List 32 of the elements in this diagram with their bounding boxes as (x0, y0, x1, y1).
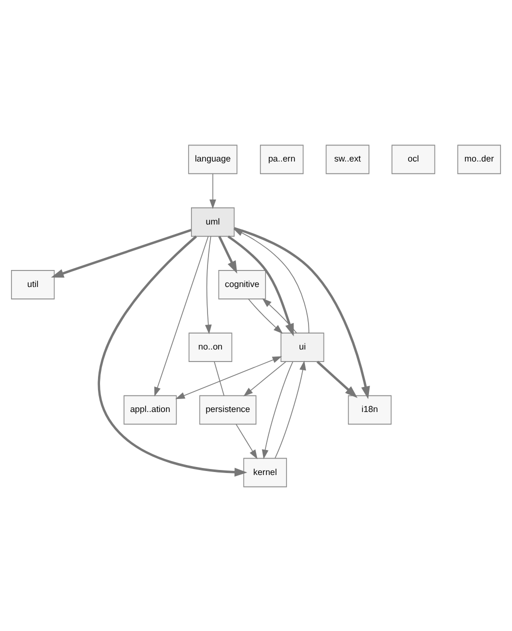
arrow (262, 360, 294, 459)
arrow (233, 228, 310, 333)
arrow (228, 234, 294, 336)
node-box: appl..ation (124, 394, 177, 424)
node-box: pa..ern (260, 144, 304, 174)
node-box: cognitive (218, 270, 266, 299)
node-box: no..on (188, 332, 232, 362)
arrow (316, 360, 358, 398)
connector (214, 360, 224, 396)
arrow (234, 226, 370, 399)
arrow (175, 356, 282, 399)
arrow (154, 236, 209, 396)
node-box: util (11, 270, 55, 299)
arrow (218, 235, 238, 274)
node-box: kernel (243, 457, 287, 487)
node-box: ui (280, 332, 324, 362)
node-box: sw..ext (326, 144, 370, 174)
arrow (248, 298, 283, 334)
node-box: i18n (348, 394, 392, 424)
arrow (274, 360, 306, 458)
arrow (243, 360, 286, 396)
arrow (98, 235, 248, 476)
arrow (236, 423, 258, 459)
arrow (262, 298, 297, 333)
node-box: mo..der (457, 144, 501, 174)
node-box: persistence (199, 394, 256, 424)
node-box: language (188, 144, 238, 174)
arrow (209, 172, 216, 208)
node-box: ocl (392, 144, 436, 174)
arrow (51, 228, 192, 278)
node-box: uml (191, 206, 235, 236)
arrow (205, 235, 212, 334)
